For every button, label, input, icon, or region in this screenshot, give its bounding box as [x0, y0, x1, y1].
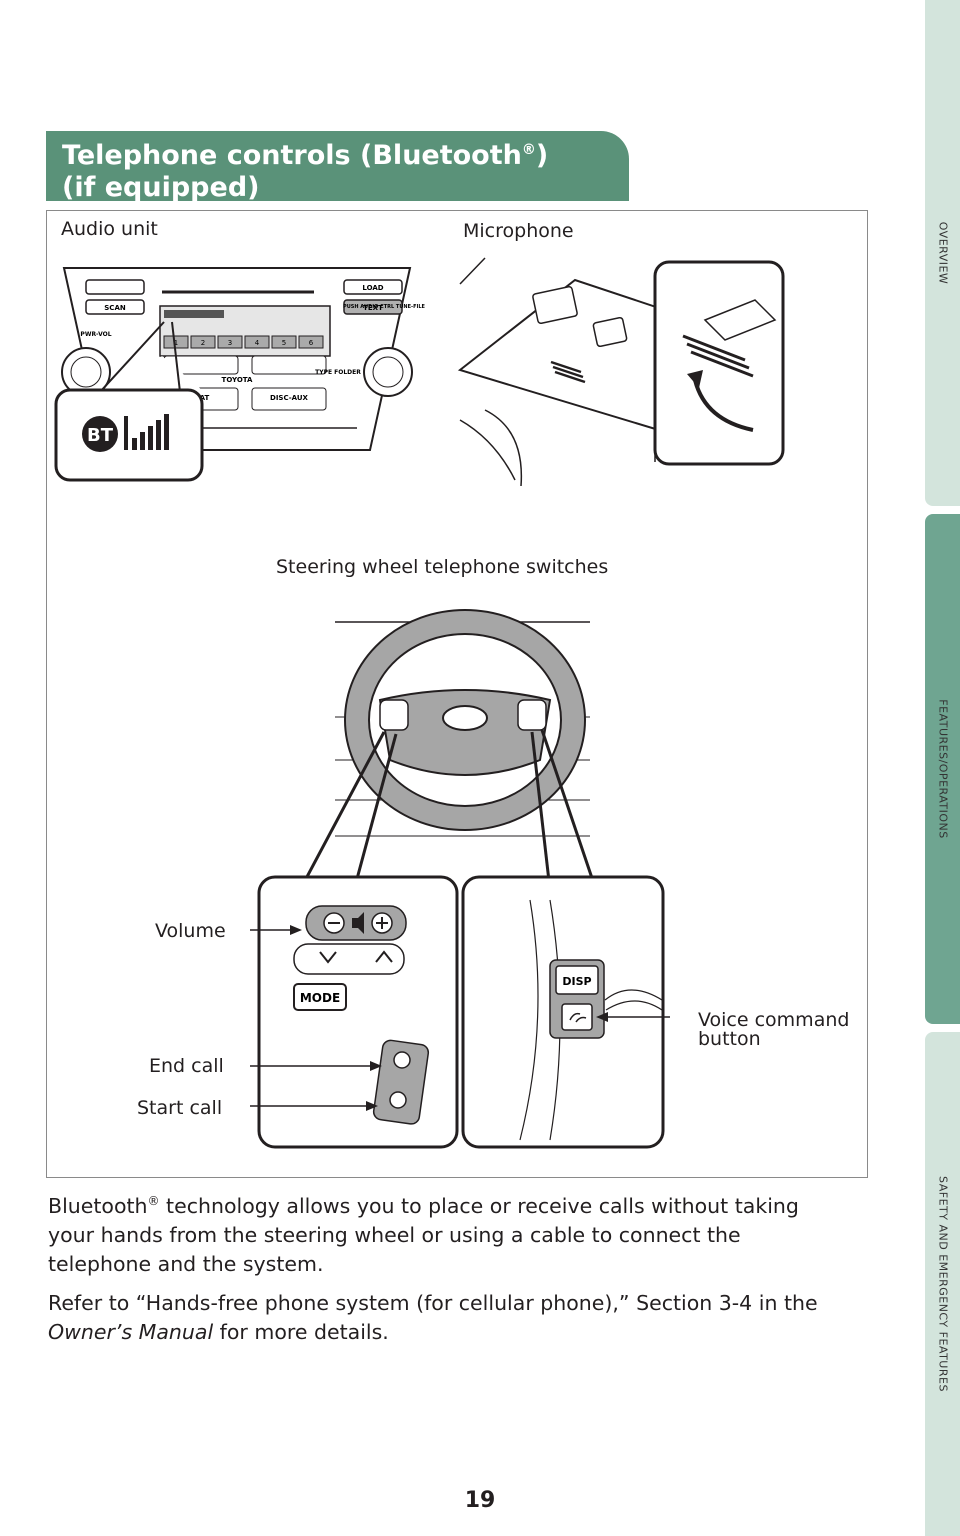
- svg-text:TYPE FOLDER: TYPE FOLDER: [315, 369, 361, 376]
- svg-text:DISC-AUX: DISC-AUX: [270, 394, 309, 402]
- microphone-label: Microphone: [463, 220, 574, 242]
- svg-text:TOYOTA: TOYOTA: [222, 376, 253, 384]
- disp-button[interactable]: [555, 965, 599, 995]
- svg-text:DISP: DISP: [562, 975, 591, 988]
- preset-buttons: 1 2 3 4 5 6: [163, 335, 324, 349]
- svg-text:BT: BT: [87, 425, 114, 446]
- body-paragraph-1: Bluetooth® technology allows you to plac…: [48, 1193, 799, 1276]
- svg-text:5: 5: [282, 339, 286, 347]
- page-title: Telephone controls (Bluetooth®) (if equi…: [62, 140, 549, 203]
- svg-text:4: 4: [255, 339, 260, 347]
- bluetooth-signal-icon: BT: [82, 414, 169, 452]
- load-button-label: LOAD: [362, 284, 383, 292]
- end-call-label: End call: [149, 1055, 224, 1077]
- svg-text:MODE: MODE: [300, 991, 340, 1005]
- sidebar-tab-overview[interactable]: OVERVIEW: [925, 0, 960, 506]
- svg-text:PWR-VOL: PWR-VOL: [80, 331, 111, 338]
- section-sidebar: OVERVIEW FEATURES/OPERATIONS SAFETY AND …: [925, 0, 960, 1536]
- svg-text:1: 1: [174, 339, 178, 347]
- end-call-button[interactable]: [393, 1051, 411, 1069]
- microphone-zoom-grille: [682, 334, 754, 378]
- volume-label: Volume: [155, 920, 226, 942]
- speaker-icon: [352, 912, 364, 934]
- svg-text:3: 3: [228, 339, 232, 347]
- page-number: 19: [464, 1488, 496, 1513]
- chevron-up-icon: [375, 950, 393, 963]
- sidebar-tab-safety[interactable]: SAFETY AND EMERGENCY FEATURES: [925, 1032, 960, 1536]
- steering-switches-label: Steering wheel telephone switches: [276, 556, 609, 578]
- audio-unit-illustration: SCAN LOAD TEXT 1 2 3 4 5 6 PWR-VOL PUSH …: [54, 267, 426, 482]
- start-call-label: Start call: [137, 1097, 223, 1119]
- section-header-tab: [46, 131, 629, 201]
- voice-icon: [569, 1012, 587, 1023]
- svg-text:2: 2: [201, 339, 205, 347]
- scan-button-label: SCAN: [104, 304, 126, 312]
- seek-switch[interactable]: [293, 943, 405, 975]
- chevron-down-icon: [319, 951, 337, 964]
- voice-command-button[interactable]: [561, 1003, 593, 1031]
- svg-text:6: 6: [309, 339, 314, 347]
- microphone-illustration: [457, 257, 785, 487]
- mode-button[interactable]: [293, 983, 347, 1011]
- microphone-grille: [550, 360, 586, 384]
- body-paragraph-2: Refer to “Hands-free phone system (for c…: [48, 1291, 818, 1344]
- text-button-label: TEXT: [363, 304, 383, 312]
- audio-unit-label: Audio unit: [61, 218, 158, 240]
- start-call-button[interactable]: [389, 1091, 407, 1109]
- sidebar-tab-features-operations[interactable]: FEATURES/OPERATIONS: [925, 514, 960, 1024]
- svg-text:PUSH AUDIO CTRL TUNE-FILE: PUSH AUDIO CTRL TUNE-FILE: [343, 304, 425, 310]
- steering-wheel-illustration: MODE DISP: [250, 609, 670, 1149]
